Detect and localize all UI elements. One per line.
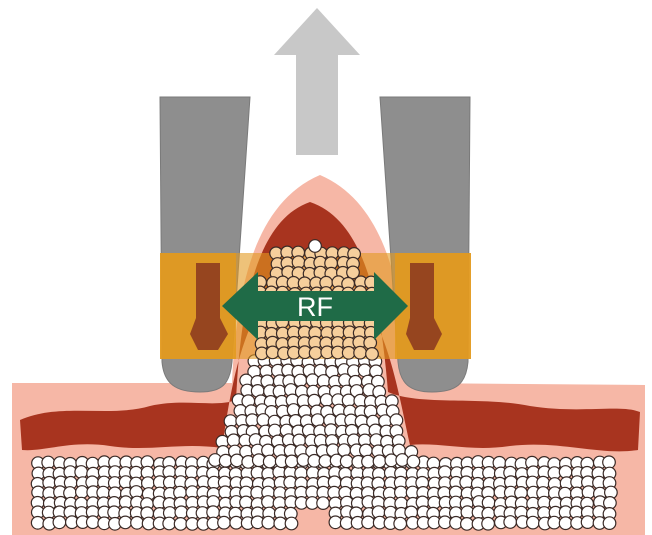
fat-cell	[582, 486, 595, 499]
fat-cell	[119, 516, 132, 529]
fat-cell	[240, 496, 253, 509]
heated-fat-cell	[366, 348, 379, 361]
heated-fat-cell	[354, 346, 367, 359]
fat-cell	[227, 434, 240, 447]
fat-cell	[285, 517, 298, 530]
fat-cell	[175, 506, 188, 519]
fat-cell	[87, 516, 100, 529]
heated-fat-cell	[342, 347, 355, 360]
fat-cell	[329, 516, 342, 529]
fat-cell	[218, 516, 231, 529]
fat-cell	[504, 516, 517, 529]
fat-cell	[309, 240, 322, 253]
fat-cell	[285, 455, 298, 468]
fat-cell	[320, 394, 333, 407]
fat-cell	[482, 517, 495, 530]
fat-cell	[317, 497, 330, 510]
fat-cell	[231, 454, 244, 467]
fat-cell	[31, 517, 44, 530]
fat-cell	[163, 517, 176, 530]
fat-cell	[360, 444, 373, 457]
fat-cell	[527, 516, 540, 529]
fat-cell	[407, 455, 420, 468]
suction-up-arrow	[274, 8, 360, 155]
fat-cell	[262, 496, 275, 509]
fat-cell	[548, 516, 561, 529]
heated-fat-cell	[309, 347, 322, 360]
rf-label: RF	[297, 292, 333, 322]
fat-cell	[461, 518, 474, 531]
fat-cell	[257, 414, 270, 427]
fat-cell	[394, 517, 407, 530]
fat-cell	[358, 364, 371, 377]
fat-cell	[603, 517, 616, 530]
fat-cell	[262, 444, 275, 457]
fat-cell	[362, 455, 375, 468]
fat-cell	[131, 517, 144, 530]
fat-cell	[340, 455, 353, 468]
fat-cell	[53, 516, 66, 529]
fat-cell	[262, 516, 275, 529]
fat-cell	[362, 516, 375, 529]
fat-cell	[230, 516, 243, 529]
fat-cell	[396, 454, 409, 467]
fat-cell	[263, 455, 276, 468]
fat-cell	[174, 518, 187, 531]
heated-fat-cell	[266, 346, 279, 359]
fat-cell	[373, 455, 386, 468]
fat-cell	[581, 516, 594, 529]
fat-cell	[294, 374, 307, 387]
fat-cell	[311, 414, 324, 427]
fat-cell	[559, 517, 572, 530]
